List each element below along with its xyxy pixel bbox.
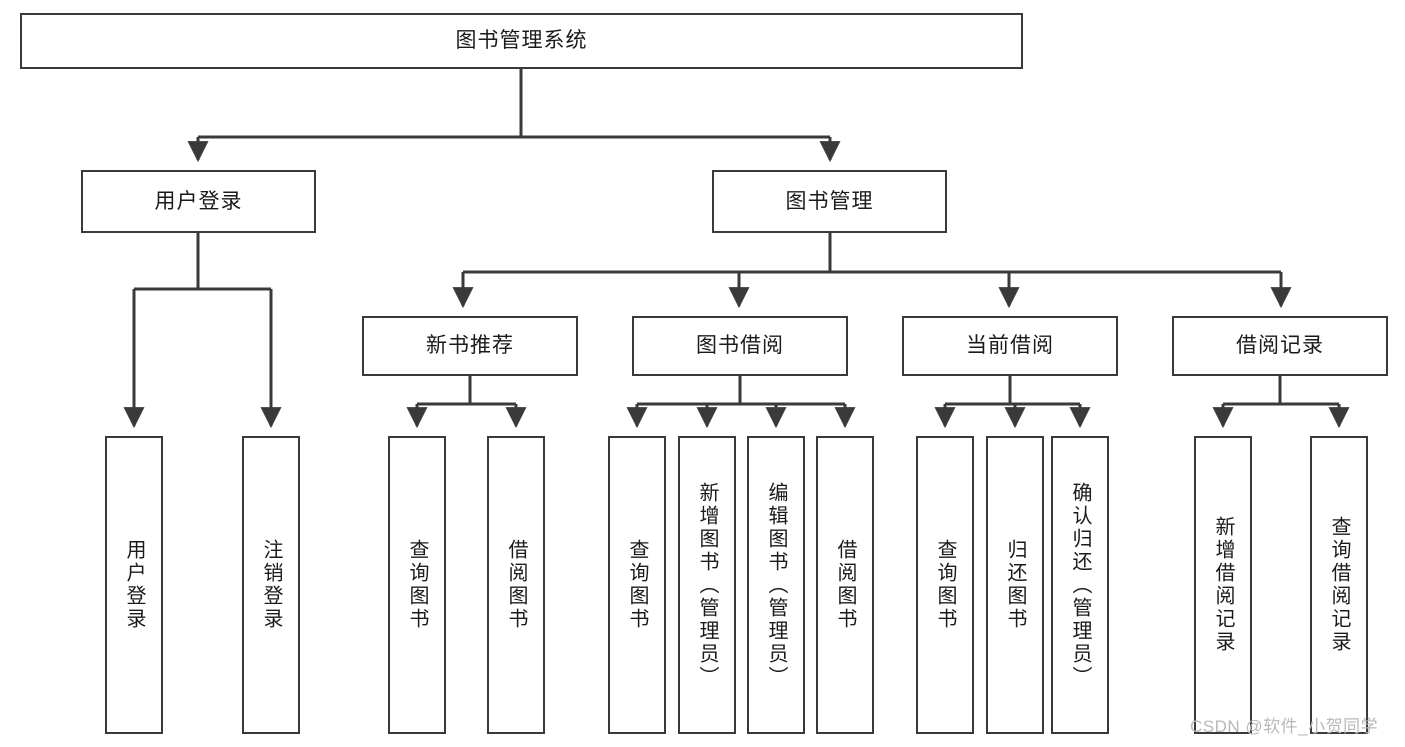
leaf-current-borrow-confirm-return-label: 确认归还（管理员） [1069, 481, 1091, 689]
leaf-new-book-query-label: 查询图书 [406, 539, 428, 631]
leaf-book-borrow-add-label: 新增图书（管理员） [696, 481, 718, 689]
node-current-borrow-label: 当前借阅 [966, 334, 1054, 358]
leaf-current-borrow-confirm-return[interactable]: 确认归还（管理员） [1051, 436, 1109, 734]
node-borrow-record[interactable]: 借阅记录 [1172, 316, 1388, 376]
leaf-borrow-record-add[interactable]: 新增借阅记录 [1194, 436, 1252, 734]
node-new-book-recommend-label: 新书推荐 [426, 334, 514, 358]
node-book-management-label: 图书管理 [785, 189, 874, 213]
leaf-user-login-logout[interactable]: 注销登录 [242, 436, 300, 734]
node-user-login[interactable]: 用户登录 [81, 170, 316, 233]
node-new-book-recommend[interactable]: 新书推荐 [362, 316, 578, 376]
node-borrow-record-label: 借阅记录 [1236, 334, 1324, 358]
leaf-book-borrow-query[interactable]: 查询图书 [608, 436, 666, 734]
node-book-borrow[interactable]: 图书借阅 [632, 316, 848, 376]
leaf-book-borrow-add[interactable]: 新增图书（管理员） [678, 436, 736, 734]
leaf-user-login-login[interactable]: 用户登录 [105, 436, 163, 734]
leaf-book-borrow-borrow[interactable]: 借阅图书 [816, 436, 874, 734]
leaf-new-book-borrow[interactable]: 借阅图书 [487, 436, 545, 734]
leaf-current-borrow-return[interactable]: 归还图书 [986, 436, 1044, 734]
node-root[interactable]: 图书管理系统 [20, 13, 1023, 69]
leaf-user-login-logout-label: 注销登录 [260, 539, 282, 631]
leaf-new-book-borrow-label: 借阅图书 [505, 539, 527, 631]
node-book-borrow-label: 图书借阅 [696, 334, 784, 358]
leaf-book-borrow-borrow-label: 借阅图书 [834, 539, 856, 631]
leaf-book-borrow-edit-label: 编辑图书（管理员） [765, 481, 787, 689]
leaf-new-book-query[interactable]: 查询图书 [388, 436, 446, 734]
leaf-current-borrow-query[interactable]: 查询图书 [916, 436, 974, 734]
csdn-watermark: CSDN @软件_小贺同学 [1190, 717, 1379, 736]
leaf-borrow-record-add-label: 新增借阅记录 [1212, 516, 1234, 654]
leaf-user-login-login-label: 用户登录 [123, 539, 145, 631]
leaf-borrow-record-query[interactable]: 查询借阅记录 [1310, 436, 1368, 734]
leaf-book-borrow-query-label: 查询图书 [626, 539, 648, 631]
node-book-management[interactable]: 图书管理 [712, 170, 947, 233]
node-root-label: 图书管理系统 [455, 29, 588, 53]
leaf-current-borrow-return-label: 归还图书 [1004, 539, 1026, 631]
leaf-book-borrow-edit[interactable]: 编辑图书（管理员） [747, 436, 805, 734]
leaf-current-borrow-query-label: 查询图书 [934, 539, 956, 631]
node-current-borrow[interactable]: 当前借阅 [902, 316, 1118, 376]
leaf-borrow-record-query-label: 查询借阅记录 [1328, 516, 1350, 654]
node-user-login-label: 用户登录 [154, 189, 243, 213]
